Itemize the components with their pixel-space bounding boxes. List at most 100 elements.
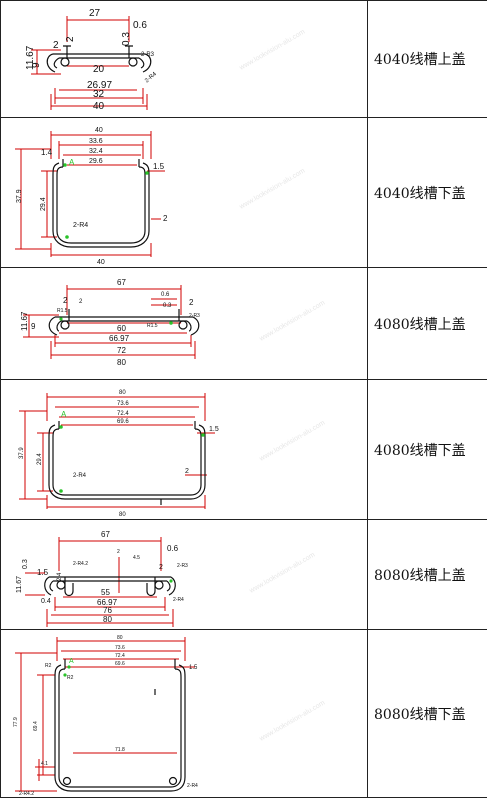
- dim-label: 0.3: [163, 303, 172, 309]
- dim-label: 60: [117, 324, 126, 333]
- dim-label: 2-R4: [173, 597, 184, 603]
- drawing-cell: www.lookvision-alu.com 27 0.6 2 2: [0, 0, 368, 118]
- dim-label: 37.9: [19, 446, 25, 458]
- dim-label: 72: [117, 346, 126, 355]
- dim-label: R1.5: [147, 323, 158, 329]
- drawing-cell: www.lookvision-alu.com 67 0.6 2: [0, 267, 368, 380]
- dim-label: 0.6: [167, 544, 179, 553]
- dim-label: 11.67: [20, 311, 29, 331]
- dim-label: 67: [101, 530, 110, 539]
- dim-label: 66.97: [109, 334, 130, 343]
- dim-label: 29.4: [40, 197, 47, 211]
- dim-label: 0.6: [133, 20, 147, 31]
- dim-label: 2: [163, 214, 168, 223]
- dim-label: 2-R3: [141, 52, 155, 58]
- svg-text:www.lookvision-alu.com: www.lookvision-alu.com: [258, 419, 327, 463]
- dim-label: 69.6: [115, 661, 125, 667]
- dim-label: 2-R3: [189, 313, 200, 319]
- point-marker: A: [69, 158, 75, 167]
- profile-name-cell: 8080线槽下盖: [367, 629, 487, 798]
- dim-label: 9: [31, 62, 42, 68]
- dim-label: 77.9: [13, 717, 19, 727]
- dim-label: 2: [65, 36, 76, 42]
- dim-label: 2: [185, 468, 189, 475]
- dim-label: 2-R4.2: [73, 561, 88, 567]
- drawing-8080-bottom-cover: www.lookvision-alu.com A: [13, 635, 327, 797]
- table-row: www.lookvision-alu.com A 40 33.6: [0, 117, 487, 268]
- drawing-4080-bottom-cover: www.lookvision-alu.com A 80 73.6: [19, 390, 327, 518]
- dim-label: 11.67: [16, 575, 23, 592]
- dim-label: 2-R4: [187, 783, 198, 789]
- dim-label: 80: [119, 512, 126, 518]
- profile-name: 4080线槽下盖: [374, 442, 466, 459]
- profile-name: 4040线槽下盖: [374, 185, 466, 202]
- dim-label: 72.4: [117, 411, 129, 417]
- profile-name-cell: 4040线槽上盖: [367, 0, 487, 118]
- dim-label: 72.4: [115, 653, 125, 659]
- dim-label: 2: [63, 296, 68, 305]
- drawing-4040-top-cover: www.lookvision-alu.com 27 0.6 2 2: [25, 8, 307, 112]
- dim-label: 0.6: [161, 292, 170, 298]
- svg-text:www.lookvision-alu.com: www.lookvision-alu.com: [238, 167, 307, 211]
- dim-label: 29.6: [89, 158, 103, 165]
- dim-label: 4.5: [133, 555, 140, 561]
- dim-label: R2: [45, 663, 52, 669]
- dim-label: 37.9: [16, 189, 23, 203]
- dim-label: 2: [53, 40, 59, 51]
- profile-name-cell: 4080线槽上盖: [367, 267, 487, 380]
- dim-label: 80: [117, 635, 123, 641]
- profile-name-cell: 4040线槽下盖: [367, 117, 487, 268]
- dim-label: 2-R3: [177, 563, 188, 569]
- dim-label: 1.4: [41, 148, 53, 157]
- dim-label: R2: [67, 675, 74, 681]
- profile-name: 8080线槽上盖: [374, 567, 466, 584]
- dim-label: 69.6: [117, 419, 129, 425]
- dim-label: 71.8: [115, 747, 125, 753]
- dim-label: 2.4: [57, 571, 63, 580]
- dim-label: 80: [119, 390, 126, 396]
- dim-label: 11.67: [25, 45, 36, 70]
- svg-text:www.lookvision-alu.com: www.lookvision-alu.com: [258, 699, 327, 743]
- dim-label: 2-R4: [73, 473, 87, 479]
- dim-label: 9: [31, 322, 36, 331]
- drawing-4040-bottom-cover: www.lookvision-alu.com A 40 33.6: [15, 127, 307, 266]
- dim-label: 40: [97, 259, 105, 266]
- dim-label: 1.5: [153, 162, 165, 171]
- svg-text:www.lookvision-alu.com: www.lookvision-alu.com: [258, 299, 327, 343]
- dim-label: 2: [189, 298, 194, 307]
- point-marker: A: [69, 658, 74, 665]
- dim-label: 0.3: [121, 31, 132, 45]
- drawing-cell: www.lookvision-alu.com A: [0, 629, 368, 798]
- dim-label: 40: [93, 101, 105, 112]
- dim-label: 33.6: [89, 138, 103, 145]
- dim-label: 32: [93, 89, 105, 100]
- dim-label: 1.5: [209, 426, 219, 433]
- dim-label: 80: [117, 358, 126, 367]
- drawing-cell: www.lookvision-alu.com A 40 33.6: [0, 117, 368, 268]
- dim-label: 4.1: [41, 761, 48, 767]
- drawing-cell: www.lookvision-alu.com A 80 73.6: [0, 379, 368, 520]
- table-row: www.lookvision-alu.com 67 0.6 2: [0, 267, 487, 380]
- profile-name: 4040线槽上盖: [374, 52, 466, 68]
- dim-label: 27: [89, 8, 101, 19]
- svg-text:www.lookvision-alu.com: www.lookvision-alu.com: [248, 551, 317, 595]
- point-marker: A: [61, 410, 67, 419]
- profile-name: 8080线槽下盖: [374, 706, 466, 723]
- dim-label: 0.3: [22, 559, 29, 569]
- dim-label: 73.6: [117, 401, 129, 407]
- dim-label: 32.4: [89, 148, 103, 155]
- dim-label: 76: [103, 606, 112, 615]
- dim-label: 2: [159, 564, 163, 571]
- dim-label: 2: [79, 299, 83, 305]
- dim-label: 66.97: [97, 598, 118, 607]
- table-row: www.lookvision-alu.com 67 1.5 2.4: [0, 519, 487, 630]
- dim-label: 1.5: [189, 665, 198, 671]
- dim-label: 67: [117, 278, 126, 287]
- drawing-4080-top-cover: www.lookvision-alu.com 67 0.6 2: [20, 278, 327, 367]
- dim-label: 2-R4.2: [19, 791, 34, 797]
- table-row: www.lookvision-alu.com A 80 73.6: [0, 379, 487, 520]
- drawing-cell: www.lookvision-alu.com 67 1.5 2.4: [0, 519, 368, 630]
- svg-text:www.lookvision-alu.com: www.lookvision-alu.com: [238, 28, 307, 72]
- dim-label: 40: [95, 127, 103, 134]
